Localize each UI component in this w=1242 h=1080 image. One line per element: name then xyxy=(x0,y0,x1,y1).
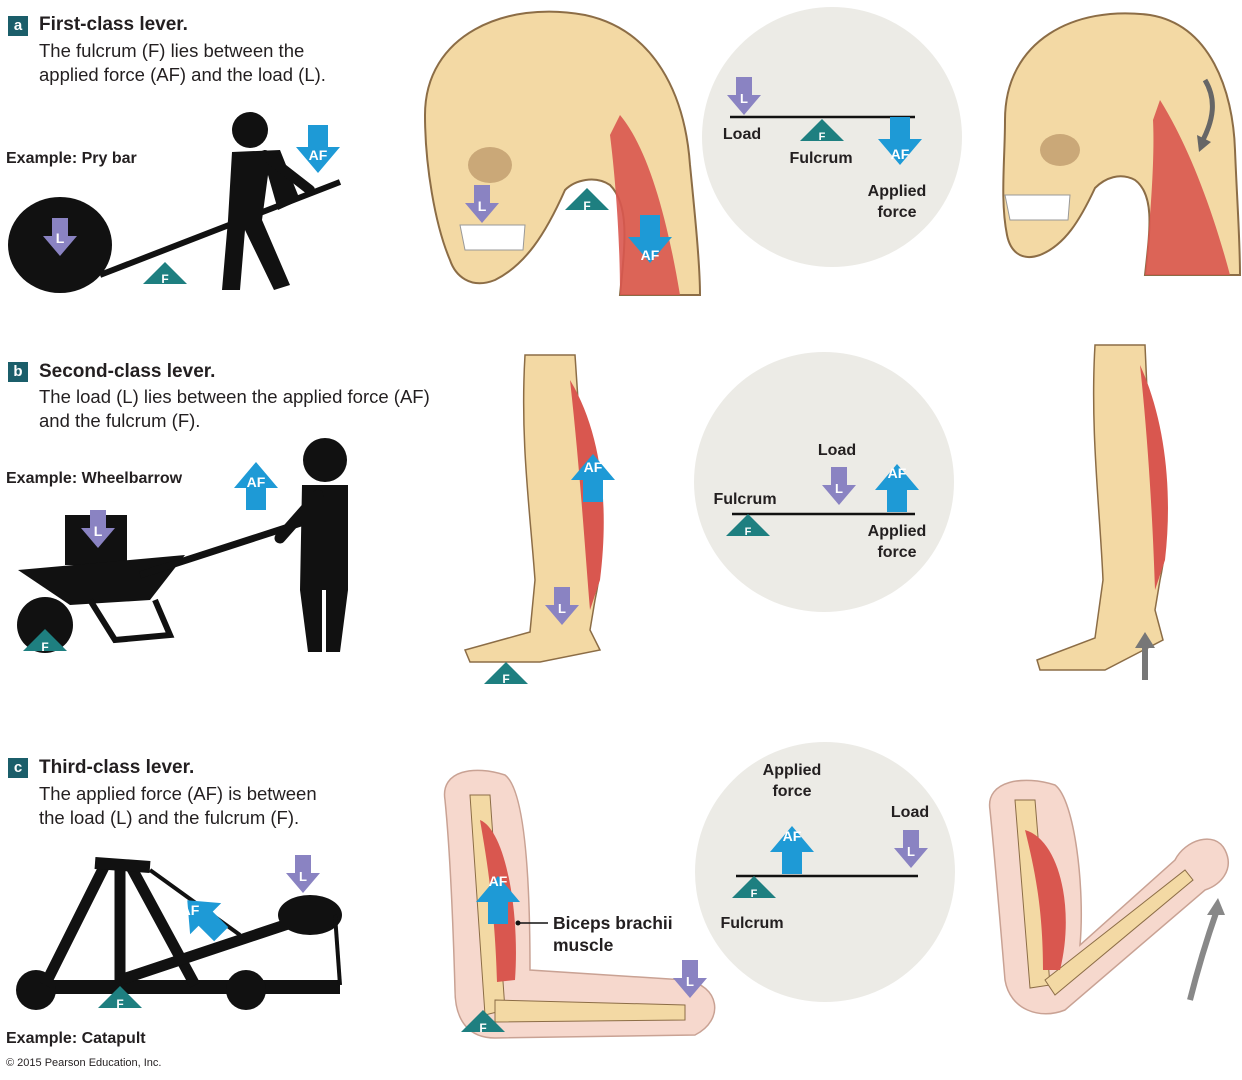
diagram-a-applied-label-1: Applied xyxy=(867,183,927,200)
skull-illustration-with-forces: F L AF xyxy=(423,10,702,296)
svg-text:F: F xyxy=(116,997,123,1011)
diagram-c-applied-label-2: force xyxy=(772,783,812,800)
svg-text:AF: AF xyxy=(641,247,660,263)
diagram-c-fulcrum-label: Fulcrum xyxy=(720,915,784,932)
panel-c-description-1: The applied force (AF) is between xyxy=(39,783,317,804)
leg-illustration-with-forces: AF L F xyxy=(463,354,615,686)
diagram-c-load-label: Load xyxy=(890,804,930,821)
diagram-a-fulcrum-label: Fulcrum xyxy=(789,150,853,167)
arm-illustration-with-forces: AF F L xyxy=(443,769,716,1039)
panel-a-description-2: applied force (AF) and the load (L). xyxy=(39,64,326,85)
diagram-b-applied-label-1: Applied xyxy=(867,523,927,540)
leg-motion-illustration xyxy=(1036,344,1168,680)
wheelbarrow-illustration: F L AF xyxy=(17,438,348,654)
diagram-b-applied-label-2: force xyxy=(877,544,917,561)
panel-a-badge: a xyxy=(8,16,28,36)
biceps-label-2: muscle xyxy=(553,935,614,955)
svg-text:AF: AF xyxy=(888,465,907,481)
panel-a-description-1: The fulcrum (F) lies between the xyxy=(39,40,305,61)
svg-text:L: L xyxy=(740,91,748,106)
lever-diagram-b: F L AF xyxy=(694,352,954,612)
diagram-b-load-label: Load xyxy=(817,442,857,459)
catapult-illustration: F L AF xyxy=(16,855,342,1011)
svg-text:F: F xyxy=(161,272,168,286)
svg-text:AF: AF xyxy=(181,902,200,918)
panel-a-example: Example: Pry bar xyxy=(6,150,137,167)
svg-text:AF: AF xyxy=(309,147,328,163)
lever-diagram-a: L F AF xyxy=(702,7,962,267)
diagram-a-applied-label-2: force xyxy=(877,204,917,221)
svg-text:AF: AF xyxy=(247,474,266,490)
svg-text:L: L xyxy=(835,481,843,496)
panel-b-title: Second-class lever. xyxy=(39,361,216,382)
svg-text:F: F xyxy=(502,672,509,686)
lever-diagram-c: F AF L xyxy=(695,742,955,1002)
svg-text:L: L xyxy=(299,869,307,884)
svg-text:AF: AF xyxy=(489,873,508,889)
svg-text:F: F xyxy=(751,888,758,900)
panel-b-example: Example: Wheelbarrow xyxy=(6,470,183,487)
panel-c-badge: c xyxy=(8,758,28,778)
svg-text:L: L xyxy=(686,974,694,989)
panel-c-example: Example: Catapult xyxy=(6,1030,146,1047)
svg-text:F: F xyxy=(819,131,826,143)
svg-text:AF: AF xyxy=(584,459,603,475)
diagram-b-fulcrum-label: Fulcrum xyxy=(713,491,777,508)
pry-bar-illustration: F L AF xyxy=(8,112,342,293)
svg-text:F: F xyxy=(41,640,48,654)
panel-b-badge: b xyxy=(8,362,28,382)
svg-text:F: F xyxy=(479,1021,486,1035)
svg-text:AF: AF xyxy=(783,828,802,844)
svg-text:L: L xyxy=(56,230,65,246)
diagram-a-load-label: Load xyxy=(722,126,762,143)
panel-c-description-2: the load (L) and the fulcrum (F). xyxy=(39,807,300,828)
diagram-c-applied-label-1: Applied xyxy=(762,762,822,779)
skull-motion-illustration xyxy=(1002,12,1242,276)
copyright-notice: © 2015 Pearson Education, Inc. xyxy=(6,1057,162,1069)
biceps-label-1: Biceps brachii xyxy=(553,913,673,933)
arm-motion-illustration xyxy=(988,779,1229,1015)
svg-text:L: L xyxy=(478,198,487,214)
panel-b-description-1: The load (L) lies between the applied fo… xyxy=(39,386,430,407)
svg-text:L: L xyxy=(907,844,915,859)
svg-text:L: L xyxy=(558,601,566,616)
svg-text:F: F xyxy=(583,199,590,213)
svg-text:AF: AF xyxy=(891,146,910,162)
svg-text:F: F xyxy=(745,526,752,538)
panel-a-title: First-class lever. xyxy=(39,14,188,35)
panel-b-description-2: and the fulcrum (F). xyxy=(39,410,201,431)
panel-c-title: Third-class lever. xyxy=(39,757,195,778)
svg-text:L: L xyxy=(94,523,103,539)
